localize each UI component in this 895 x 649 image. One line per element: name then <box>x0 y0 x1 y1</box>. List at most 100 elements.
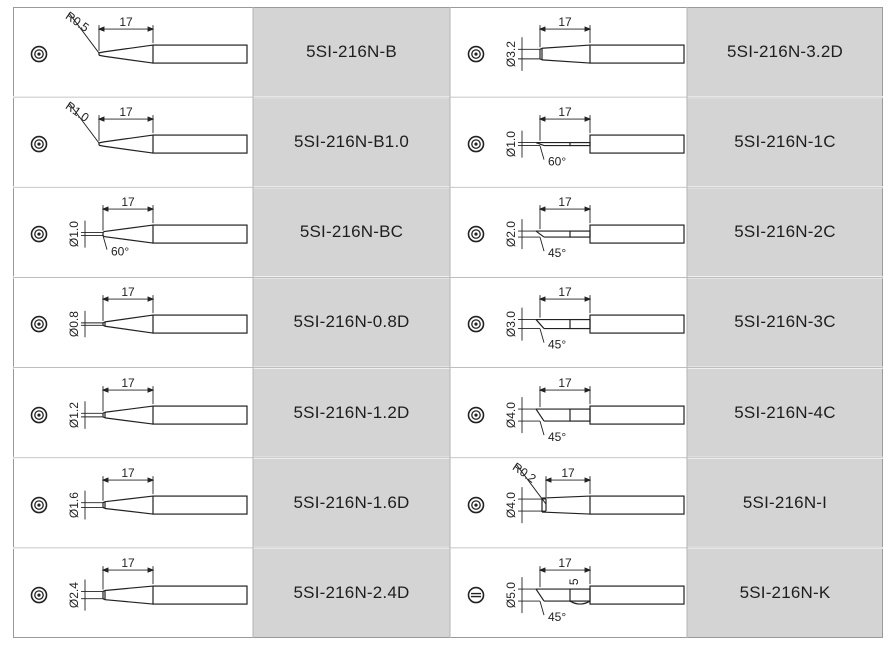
radius-label: R1.0 <box>63 99 92 125</box>
tip-body <box>535 134 685 154</box>
tip-body <box>535 224 685 244</box>
diameter-dimension <box>518 37 540 71</box>
diameter-dimension <box>518 219 540 250</box>
length-label: 17 <box>558 285 572 299</box>
tip-code-label: 5SI-216N-B <box>253 7 450 98</box>
diameter-label: Ø1.0 <box>67 221 81 247</box>
diameter-label: Ø3.2 <box>504 41 518 67</box>
diameter-label: Ø4.0 <box>504 491 518 517</box>
end-view-icon <box>467 135 485 153</box>
length-label: 17 <box>121 285 135 299</box>
diameter-dimension <box>518 307 540 341</box>
diameter-dimension <box>81 311 103 338</box>
angle-label: 45° <box>548 338 566 352</box>
diameter-label: Ø1.2 <box>67 401 81 427</box>
tip-code-label: 5SI-216N-1C <box>687 97 883 188</box>
tip-code-label: 5SI-216N-K <box>687 547 883 638</box>
end-view-icon <box>30 135 48 153</box>
tip-body <box>102 495 248 515</box>
end-view-icon <box>30 586 48 604</box>
tip-code-label: 5SI-216N-I <box>687 457 883 548</box>
angle-label: 60° <box>548 155 566 169</box>
length-label: 17 <box>558 376 572 390</box>
end-view-icon <box>30 45 48 63</box>
tip-body <box>102 314 248 335</box>
angle-label: 45° <box>548 430 566 444</box>
end-view-icon <box>467 45 485 63</box>
tip-code-label: 5SI-216N-3.2D <box>687 7 883 98</box>
end-view-icon <box>467 496 485 514</box>
tip-body <box>535 405 685 425</box>
length-label: 17 <box>121 466 135 480</box>
tip-code-label: 5SI-216N-B1.0 <box>253 97 450 188</box>
length-label: 17 <box>121 376 135 390</box>
length-label: 17 <box>561 466 575 480</box>
angle-label: 45° <box>548 246 566 260</box>
diameter-dimension <box>518 130 540 158</box>
tip-body <box>535 585 685 605</box>
angle-label: 45° <box>548 610 566 624</box>
tip-body <box>102 224 248 244</box>
length-label: 17 <box>121 195 135 209</box>
diameter-dimension <box>81 400 103 429</box>
diameter-label: Ø2.4 <box>67 582 81 608</box>
end-view-icon <box>467 226 485 243</box>
tip-drawing: 17 R1.0 <box>30 99 248 154</box>
diameter-label: Ø1.6 <box>67 491 81 517</box>
tip-drawing-cell: 17 R1.0 <box>13 97 253 188</box>
radius-label: R0.5 <box>63 9 92 35</box>
diameter-label: Ø5.0 <box>504 582 518 608</box>
tip-code-label: 5SI-216N-2.4D <box>253 547 450 638</box>
end-view-icon <box>467 316 485 333</box>
end-view-icon <box>467 406 485 423</box>
length-label: 17 <box>119 105 133 119</box>
tip-code-label: 5SI-216N-2C <box>687 187 883 278</box>
tip-code-label: 5SI-216N-4C <box>687 367 883 458</box>
diameter-label: Ø4.0 <box>504 401 518 427</box>
length-label: 17 <box>121 556 135 570</box>
tip-body <box>102 585 248 605</box>
diameter-dimension <box>518 396 540 433</box>
diameter-label: Ø2.0 <box>504 221 518 247</box>
length-label: 17 <box>558 105 572 119</box>
tip-body <box>98 44 248 64</box>
end-view-icon <box>30 406 48 423</box>
notch-label: 5 <box>567 578 581 585</box>
diameter-dimension <box>518 576 540 613</box>
tip-code-label: 5SI-216N-0.8D <box>253 277 450 368</box>
tip-body <box>98 134 248 154</box>
